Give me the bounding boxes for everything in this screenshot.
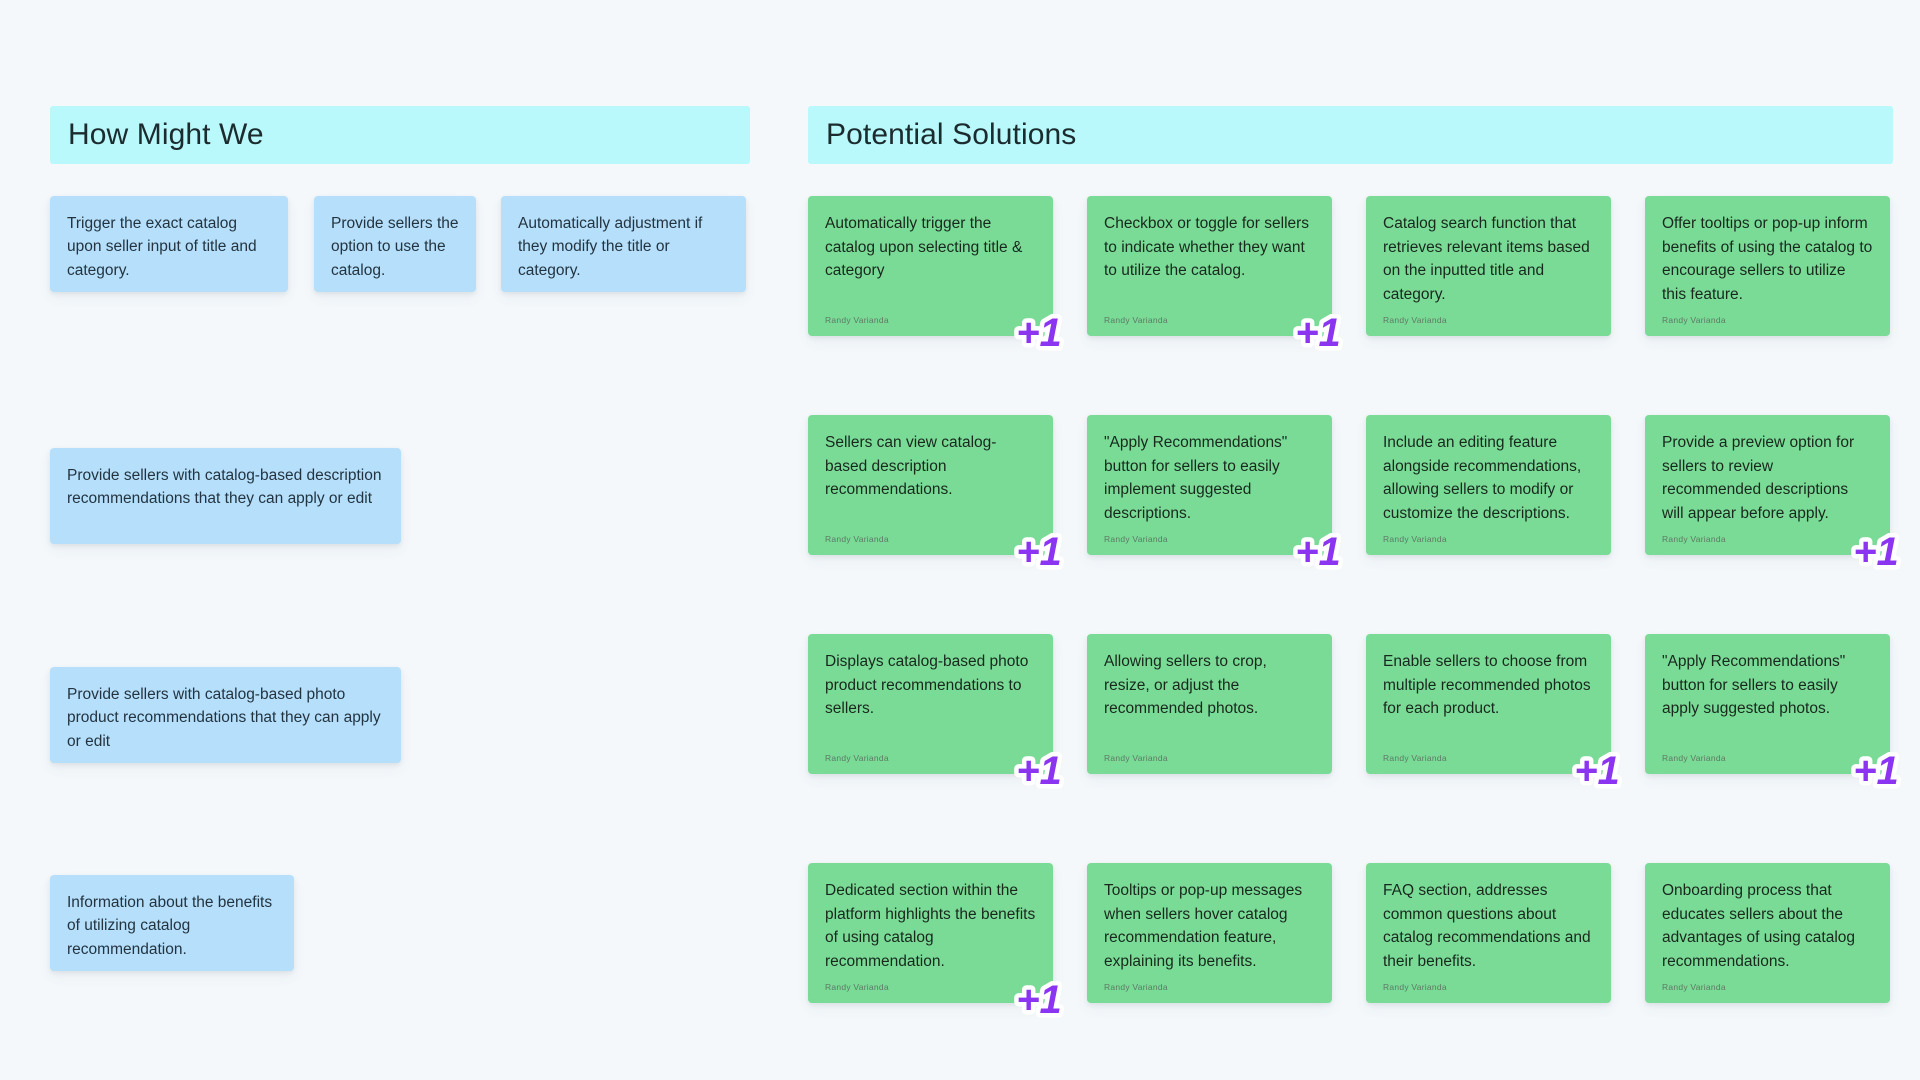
note-author: Randy Varianda <box>1383 534 1447 544</box>
how-might-we-title: How Might We <box>68 118 264 151</box>
note-author: Randy Varianda <box>1662 982 1726 992</box>
hmw-note[interactable]: Information about the benefits of utiliz… <box>50 875 294 971</box>
note-author: Randy Varianda <box>825 982 889 992</box>
solution-note-text: Automatically trigger the catalog upon s… <box>825 215 1023 280</box>
note-author: Randy Varianda <box>1662 534 1726 544</box>
vote-plus-one-icon[interactable]: +1+1 <box>1848 744 1904 797</box>
vote-plus-one-icon[interactable]: +1+1 <box>1011 744 1067 797</box>
svg-text:+1: +1 <box>1016 978 1062 1022</box>
note-author: Randy Varianda <box>825 753 889 763</box>
solution-note[interactable]: Displays catalog-based photo product rec… <box>808 634 1066 796</box>
solution-note-text: Onboarding process that educates sellers… <box>1662 882 1856 971</box>
note-author: Randy Varianda <box>1104 982 1168 992</box>
solution-note[interactable]: Checkbox or toggle for sellers to indica… <box>1087 196 1345 358</box>
note-author: Randy Varianda <box>825 534 889 544</box>
svg-text:+1: +1 <box>1016 978 1062 1022</box>
solution-note[interactable]: Sellers can view catalog-based descripti… <box>808 415 1066 577</box>
potential-solutions-header[interactable]: Potential Solutions <box>808 106 1893 164</box>
svg-text:+1: +1 <box>1853 749 1899 793</box>
solution-note-text: Dedicated section within the platform hi… <box>825 882 1036 971</box>
solution-note[interactable]: Automatically trigger the catalog upon s… <box>808 196 1066 358</box>
note-author: Randy Varianda <box>1104 315 1168 325</box>
solution-note-text: Enable sellers to choose from multiple r… <box>1383 653 1591 718</box>
solution-note[interactable]: "Apply Recommendations" button for selle… <box>1645 634 1903 796</box>
svg-text:+1: +1 <box>1016 749 1062 793</box>
svg-text:+1: +1 <box>1853 530 1899 574</box>
hmw-note-text: Provide sellers with catalog-based descr… <box>67 467 382 508</box>
solution-note-text: Catalog search function that retrieves r… <box>1383 215 1590 304</box>
solution-note-text: Checkbox or toggle for sellers to indica… <box>1104 215 1310 280</box>
solution-note[interactable]: "Apply Recommendations" button for selle… <box>1087 415 1345 577</box>
solution-note-text: Offer tooltips or pop-up inform benefits… <box>1662 215 1873 304</box>
potential-solutions-column: Potential Solutions Automatically trigge… <box>808 0 1903 1025</box>
note-author: Randy Varianda <box>1662 753 1726 763</box>
solution-note-text: FAQ section, addresses common questions … <box>1383 882 1591 971</box>
solution-note[interactable]: Provide a preview option for sellers to … <box>1645 415 1903 577</box>
solution-note-text: Include an editing feature alongside rec… <box>1383 434 1582 523</box>
svg-text:+1: +1 <box>1853 530 1899 574</box>
svg-text:+1: +1 <box>1016 530 1062 574</box>
svg-text:+1: +1 <box>1295 311 1341 355</box>
vote-plus-one-icon[interactable]: +1+1 <box>1569 744 1625 797</box>
solution-note-text: Sellers can view catalog-based descripti… <box>825 434 997 499</box>
potential-solutions-title: Potential Solutions <box>826 118 1077 151</box>
hmw-note[interactable]: Provide sellers the option to use the ca… <box>314 196 476 292</box>
solution-note[interactable]: Catalog search function that retrieves r… <box>1366 196 1611 336</box>
solution-note[interactable]: Dedicated section within the platform hi… <box>808 863 1066 1025</box>
solution-note[interactable]: Include an editing feature alongside rec… <box>1366 415 1611 555</box>
svg-text:+1: +1 <box>1853 749 1899 793</box>
svg-text:+1: +1 <box>1295 530 1341 574</box>
solution-note[interactable]: Enable sellers to choose from multiple r… <box>1366 634 1624 796</box>
vote-plus-one-icon[interactable]: +1+1 <box>1290 306 1346 359</box>
hmw-note-text: Provide sellers the option to use the ca… <box>331 215 459 279</box>
vote-plus-one-icon[interactable]: +1+1 <box>1011 306 1067 359</box>
hmw-note[interactable]: Provide sellers with catalog-based descr… <box>50 448 401 544</box>
solution-note[interactable]: Tooltips or pop-up messages when sellers… <box>1087 863 1332 1003</box>
solution-note-text: Allowing sellers to crop, resize, or adj… <box>1104 653 1267 718</box>
hmw-note[interactable]: Trigger the exact catalog upon seller in… <box>50 196 288 292</box>
hmw-note-text: Information about the benefits of utiliz… <box>67 894 273 958</box>
svg-text:+1: +1 <box>1016 749 1062 793</box>
hmw-note-text: Trigger the exact catalog upon seller in… <box>67 215 257 279</box>
vote-plus-one-icon[interactable]: +1+1 <box>1011 525 1067 578</box>
hmw-note[interactable]: Provide sellers with catalog-based photo… <box>50 667 401 763</box>
note-author: Randy Varianda <box>1383 315 1447 325</box>
how-might-we-header[interactable]: How Might We <box>50 106 750 164</box>
solution-note-text: Tooltips or pop-up messages when sellers… <box>1104 882 1303 971</box>
note-author: Randy Varianda <box>1104 534 1168 544</box>
solution-note[interactable]: Allowing sellers to crop, resize, or adj… <box>1087 634 1332 774</box>
note-author: Randy Varianda <box>1104 753 1168 763</box>
solution-note-text: "Apply Recommendations" button for selle… <box>1104 434 1288 523</box>
vote-plus-one-icon[interactable]: +1+1 <box>1290 525 1346 578</box>
svg-text:+1: +1 <box>1574 749 1620 793</box>
svg-text:+1: +1 <box>1295 311 1341 355</box>
svg-text:+1: +1 <box>1016 311 1062 355</box>
hmw-note-text: Provide sellers with catalog-based photo… <box>67 686 381 750</box>
solution-note-text: Provide a preview option for sellers to … <box>1662 434 1855 523</box>
note-author: Randy Varianda <box>1383 982 1447 992</box>
how-might-we-column: How Might We Trigger the exact catalog u… <box>50 0 750 971</box>
note-author: Randy Varianda <box>1383 753 1447 763</box>
svg-text:+1: +1 <box>1016 311 1062 355</box>
solution-note-text: "Apply Recommendations" button for selle… <box>1662 653 1846 718</box>
hmw-note-text: Automatically adjustment if they modify … <box>518 215 703 279</box>
note-author: Randy Varianda <box>825 315 889 325</box>
svg-text:+1: +1 <box>1574 749 1620 793</box>
solution-note[interactable]: FAQ section, addresses common questions … <box>1366 863 1611 1003</box>
svg-text:+1: +1 <box>1295 530 1341 574</box>
note-author: Randy Varianda <box>1662 315 1726 325</box>
solution-note[interactable]: Offer tooltips or pop-up inform benefits… <box>1645 196 1890 336</box>
svg-text:+1: +1 <box>1016 530 1062 574</box>
vote-plus-one-icon[interactable]: +1+1 <box>1011 973 1067 1026</box>
vote-plus-one-icon[interactable]: +1+1 <box>1848 525 1904 578</box>
hmw-note[interactable]: Automatically adjustment if they modify … <box>501 196 746 292</box>
solution-note-text: Displays catalog-based photo product rec… <box>825 653 1029 718</box>
solution-note[interactable]: Onboarding process that educates sellers… <box>1645 863 1890 1003</box>
